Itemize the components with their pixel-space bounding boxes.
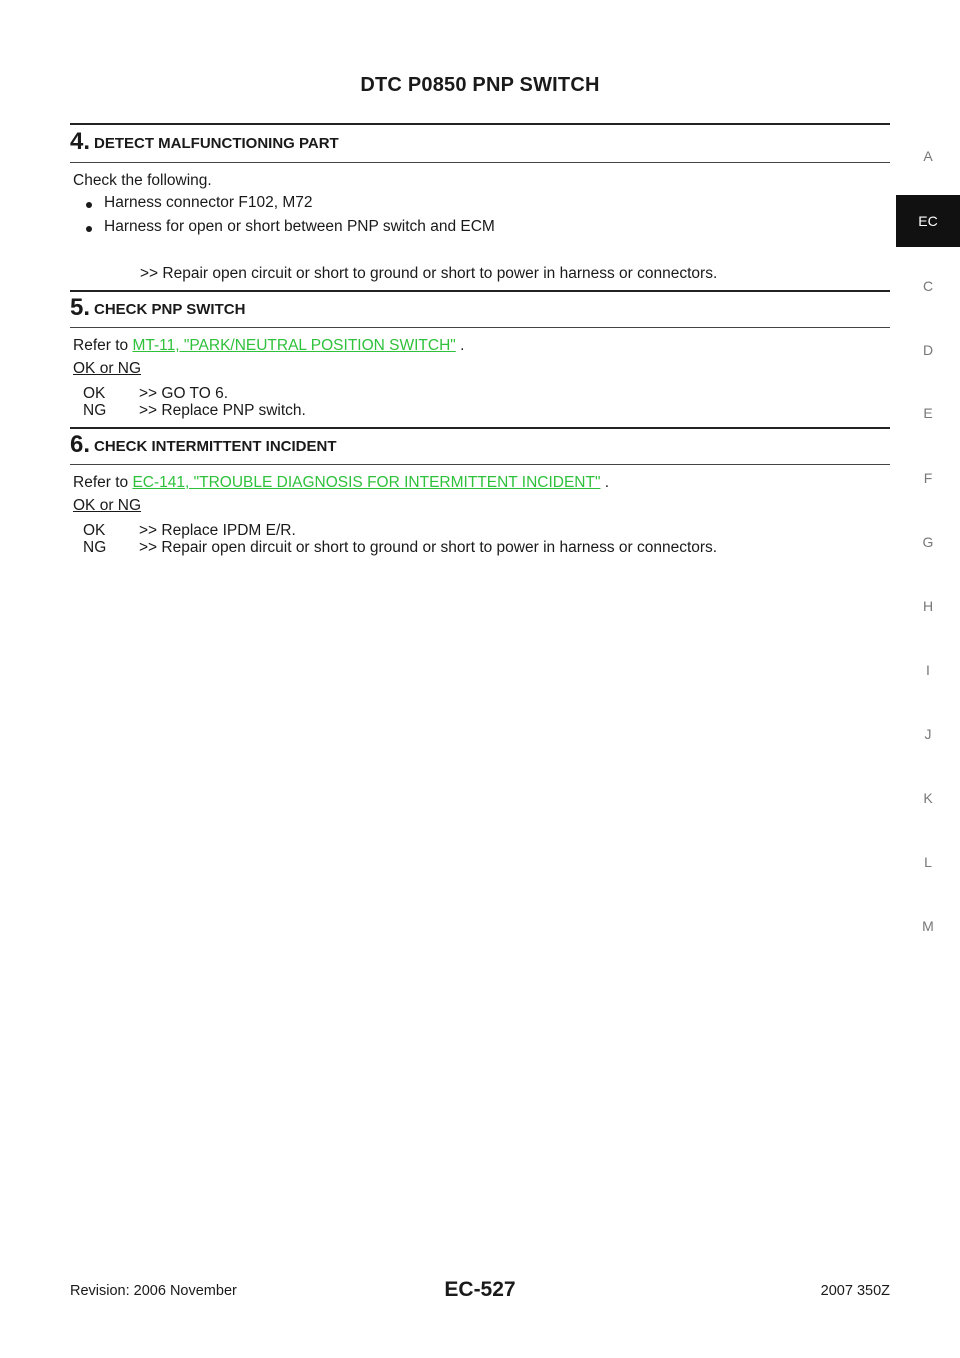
side-tab-d[interactable]: D: [922, 342, 934, 358]
step-4-result: >> Repair open circuit or short to groun…: [140, 265, 718, 282]
step-5-refer: Refer to MT-11, "PARK/NEUTRAL POSITION S…: [73, 337, 464, 355]
step-6-ng-row: NG >> Repair open dircuit or short to gro…: [83, 539, 717, 557]
side-tab-j[interactable]: J: [924, 726, 932, 742]
section-rule-top: [70, 290, 890, 292]
step-5-heading: 5.CHECK PNP SWITCH: [70, 294, 245, 322]
section-rule-top: [70, 123, 890, 125]
step-5-ng-row: NG >> Replace PNP switch.: [83, 402, 306, 420]
step-number: 5.: [70, 294, 91, 321]
side-tab-i[interactable]: I: [926, 662, 930, 678]
ok-key: OK: [83, 522, 106, 539]
step-4-bullet-2: Harness for open or short between PNP sw…: [104, 218, 495, 235]
ok-value: >> Replace IPDM E/R.: [139, 522, 296, 539]
side-tab-ec[interactable]: EC: [896, 195, 960, 247]
side-tab-c[interactable]: C: [922, 278, 934, 294]
mt-11-link[interactable]: MT-11, "PARK/NEUTRAL POSITION SWITCH": [132, 337, 456, 354]
side-tab-a[interactable]: A: [923, 148, 933, 164]
step-title: CHECK INTERMITTENT INCIDENT: [94, 438, 337, 455]
step-6-heading: 6.CHECK INTERMITTENT INCIDENT: [70, 431, 337, 459]
refer-suffix: .: [455, 337, 465, 354]
step-5-ok-row: OK >> GO TO 6.: [83, 385, 228, 403]
step-number: 4.: [70, 128, 91, 155]
section-rule-bottom: [70, 162, 890, 163]
section-rule-bottom: [70, 464, 890, 465]
side-tab-g[interactable]: G: [922, 534, 934, 550]
step-4-bullet-1: Harness connector F102, M72: [104, 194, 313, 211]
footer-revision: Revision: 2006 November: [70, 1283, 237, 1299]
footer-model: 2007 350Z: [820, 1283, 890, 1299]
section-rule-top: [70, 427, 890, 429]
ec-141-link[interactable]: EC-141, "TROUBLE DIAGNOSIS FOR INTERMITT…: [132, 474, 601, 491]
step-4-heading: 4.DETECT MALFUNCTIONING PART: [70, 128, 339, 156]
ng-key: NG: [83, 402, 107, 419]
ng-value: >> Repair open dircuit or short to groun…: [139, 539, 718, 556]
step-title: DETECT MALFUNCTIONING PART: [94, 135, 339, 152]
page-title: DTC P0850 PNP SWITCH: [360, 74, 600, 96]
ng-value: >> Replace PNP switch.: [139, 402, 306, 419]
refer-prefix: Refer to: [73, 337, 133, 354]
step-4-intro: Check the following.: [73, 172, 212, 189]
refer-suffix: .: [600, 474, 610, 491]
side-tab-m[interactable]: M: [922, 918, 934, 934]
step-title: CHECK PNP SWITCH: [94, 301, 246, 318]
side-tab-f[interactable]: F: [923, 470, 933, 486]
step-number: 6.: [70, 431, 91, 458]
footer-page-number: EC-527: [444, 1278, 516, 1301]
ok-key: OK: [83, 385, 106, 402]
step-5-okng-label: OK or NG: [73, 360, 142, 377]
side-tab-e[interactable]: E: [923, 405, 933, 421]
ng-key: NG: [83, 539, 107, 556]
section-rule-bottom: [70, 327, 890, 328]
bullet-icon: [86, 202, 92, 208]
refer-prefix: Refer to: [73, 474, 133, 491]
side-tab-h[interactable]: H: [922, 598, 934, 614]
side-tab-l[interactable]: L: [924, 854, 932, 870]
bullet-icon: [86, 226, 92, 232]
ok-value: >> GO TO 6.: [139, 385, 229, 402]
step-6-okng-label: OK or NG: [73, 497, 142, 514]
step-6-refer: Refer to EC-141, "TROUBLE DIAGNOSIS FOR …: [73, 474, 609, 492]
side-tab-k[interactable]: K: [923, 790, 933, 806]
step-6-ok-row: OK >> Replace IPDM E/R.: [83, 522, 296, 540]
